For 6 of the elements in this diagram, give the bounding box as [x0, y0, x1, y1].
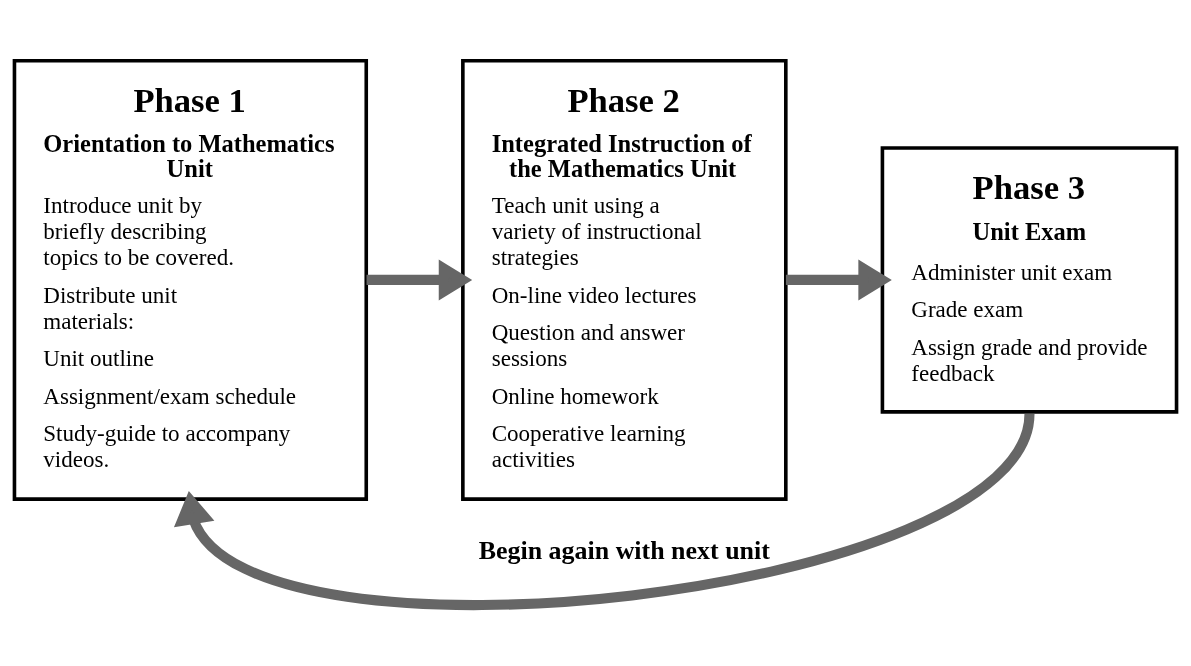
- arrow: [366, 259, 473, 301]
- arrow: [785, 259, 892, 301]
- node-box: Phase 1 Orientation to Mathematics Unit Introduce unit by briefly describing topics to be covered. Distribute unit materials: Unit outline Assignment/exam schedule Study-guide to accompany videos.: [12, 58, 369, 501]
- node-box: Phase 3 Unit Exam Administer unit exam Grade exam Assign grade and provide feedback: [880, 146, 1179, 414]
- node-box: Phase 2 Integrated Instruction of the Mathematics Unit Teach unit using a variety of instructional strategies On-line video lectures Question and answer sessions Online homework Cooperative learning activities: [461, 58, 788, 501]
- edge-label: Begin again with next unit: [478, 535, 770, 565]
